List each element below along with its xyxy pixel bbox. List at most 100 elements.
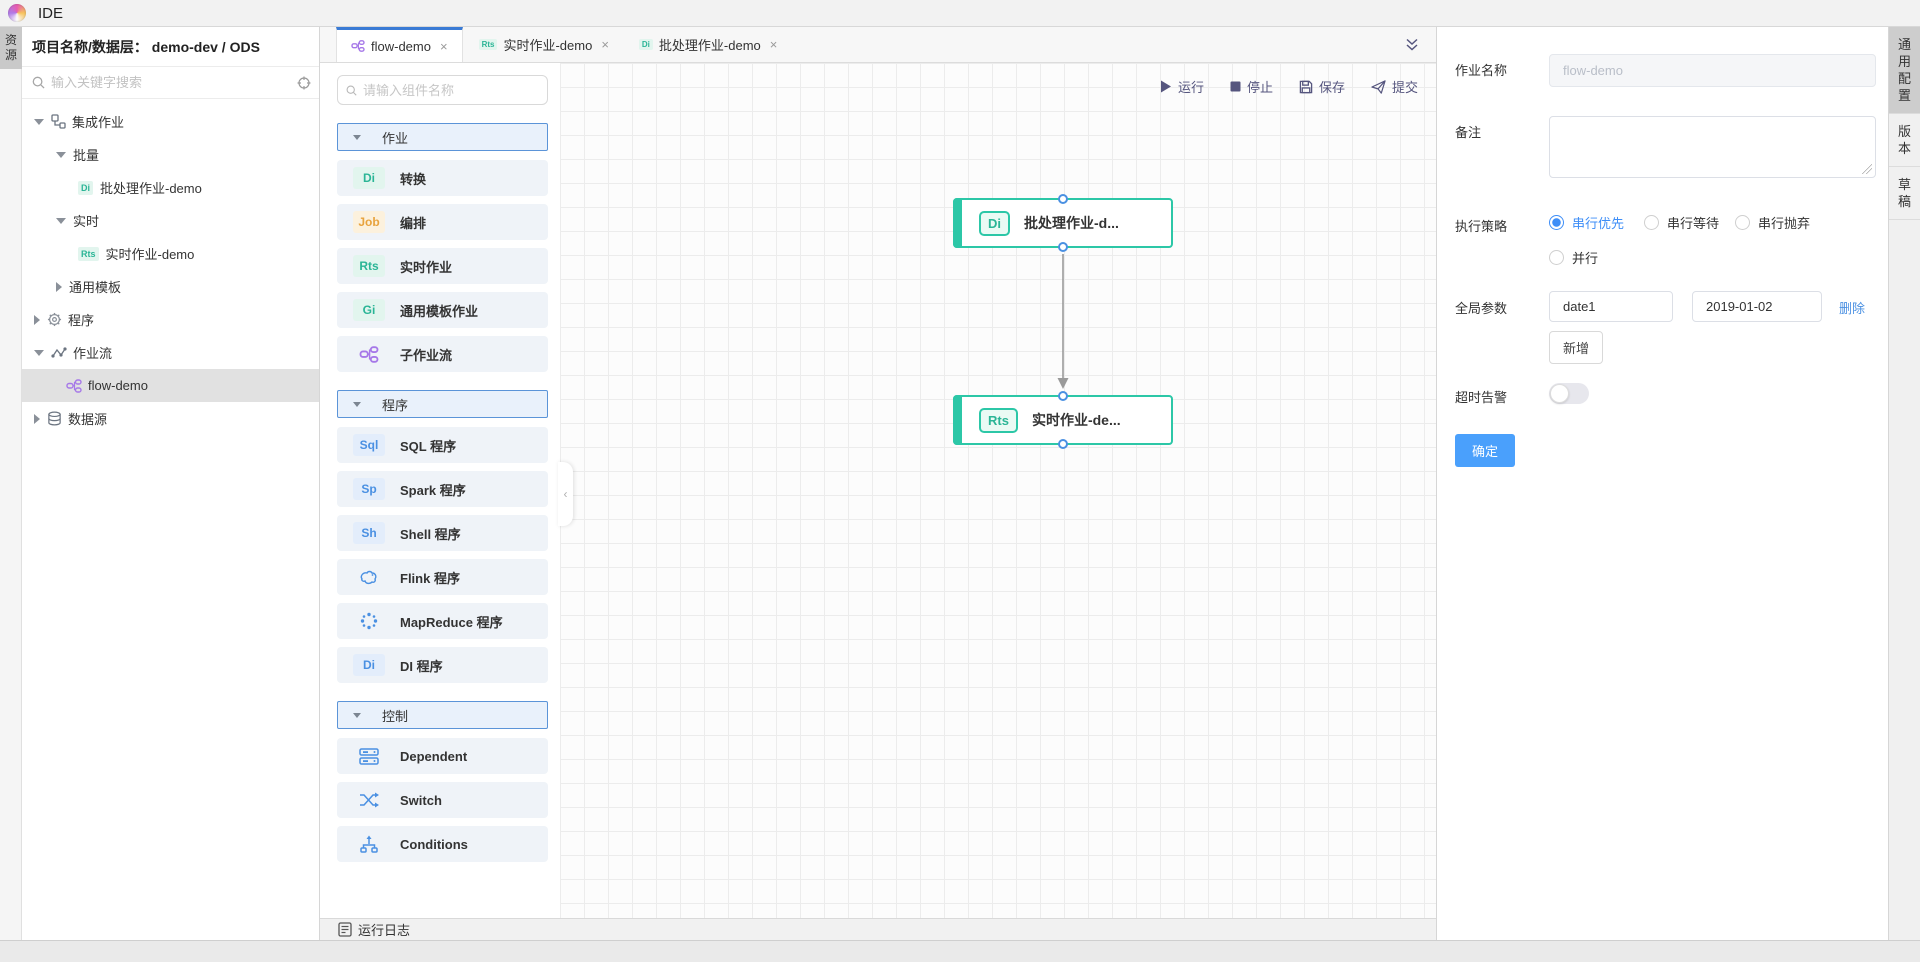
paper-plane-icon xyxy=(1371,79,1386,94)
caret-down-icon[interactable] xyxy=(34,349,44,356)
tree-label: 数据源 xyxy=(68,412,108,427)
resources-tab[interactable]: 资源 xyxy=(0,27,22,69)
section-header-jobs[interactable]: 作业 xyxy=(337,123,548,151)
radio-serial-priority[interactable]: 串行优先 xyxy=(1549,213,1624,232)
component-item-flink[interactable]: Flink 程序 xyxy=(337,559,548,595)
log-icon xyxy=(338,922,352,937)
tab-realtime-job-demo[interactable]: Rts 实时作业-demo × xyxy=(465,27,623,62)
input-port[interactable] xyxy=(1058,194,1068,204)
component-search-input[interactable] xyxy=(363,82,539,98)
canvas-toolbar: 运行 停止 保存 提交 xyxy=(1160,77,1418,96)
caret-right-icon[interactable] xyxy=(34,413,40,424)
stop-button[interactable]: 停止 xyxy=(1230,77,1273,96)
right-tab-strip: 通用配置 版本 草稿 xyxy=(1888,27,1920,940)
remark-textarea[interactable] xyxy=(1549,116,1876,178)
param-value-input[interactable] xyxy=(1692,291,1822,322)
tree-label: 批量 xyxy=(73,148,100,163)
tab-label: flow-demo xyxy=(371,38,431,54)
output-port[interactable] xyxy=(1058,439,1068,449)
output-port[interactable] xyxy=(1058,242,1068,252)
confirm-button[interactable]: 确定 xyxy=(1455,434,1516,467)
close-icon[interactable]: × xyxy=(601,37,609,52)
caret-right-icon[interactable] xyxy=(34,314,40,325)
editor-content: 运行 停止 保存 提交 xyxy=(320,63,1436,918)
tab-draft[interactable]: 草稿 xyxy=(1889,167,1920,220)
radio-serial-discard[interactable]: 串行抛弃 xyxy=(1735,213,1810,232)
collapse-tabs-icon[interactable] xyxy=(1404,37,1420,53)
node-realtime-job[interactable]: Rts 实时作业-de... xyxy=(953,391,1173,449)
dependent-icon xyxy=(353,747,385,765)
job-name-input[interactable] xyxy=(1549,54,1876,87)
radio-parallel[interactable]: 并行 xyxy=(1549,248,1598,267)
section-header-control[interactable]: 控制 xyxy=(337,701,548,729)
caret-down-icon[interactable] xyxy=(56,151,66,158)
caret-down-icon xyxy=(353,712,361,718)
tree-item-workflows[interactable]: 作业流 xyxy=(22,336,319,369)
tab-label: 批处理作业-demo xyxy=(658,38,761,53)
sidebar-search-input[interactable] xyxy=(51,75,297,90)
tab-general-config[interactable]: 通用配置 xyxy=(1889,27,1920,114)
tree-item-batch-job-demo[interactable]: Di 批处理作业-demo xyxy=(22,171,319,204)
rts-badge: Rts xyxy=(78,246,99,261)
run-icon xyxy=(1160,80,1171,93)
param-name-input[interactable] xyxy=(1549,291,1673,322)
workflow-canvas[interactable]: Di 批处理作业-d... Rts 实时作业-de... ‹ xyxy=(558,63,1436,918)
tree-item-integration-jobs[interactable]: 集成作业 xyxy=(22,105,319,138)
tree-item-batch[interactable]: 批量 xyxy=(22,138,319,171)
submit-button[interactable]: 提交 xyxy=(1371,77,1418,96)
node-batch-job[interactable]: Di 批处理作业-d... xyxy=(953,194,1173,252)
input-port[interactable] xyxy=(1058,391,1068,401)
tree-item-flow-demo[interactable]: flow-demo xyxy=(22,369,319,402)
remark-label: 备注 xyxy=(1455,125,1482,140)
add-param-button[interactable]: 新增 xyxy=(1549,331,1604,364)
project-header: 项目名称/数据层： demo-dev / ODS xyxy=(22,27,319,67)
component-item-subflow[interactable]: 子作业流 xyxy=(337,336,548,372)
tree-item-common-template[interactable]: 通用模板 xyxy=(22,270,319,303)
rts-badge: Rts xyxy=(353,255,385,277)
save-icon xyxy=(1299,80,1313,93)
run-button[interactable]: 运行 xyxy=(1160,77,1204,96)
save-button[interactable]: 保存 xyxy=(1299,77,1345,96)
run-log-bar[interactable]: 运行日志 xyxy=(320,918,1436,940)
radio-serial-wait[interactable]: 串行等待 xyxy=(1644,213,1719,232)
tab-label: 实时作业-demo xyxy=(503,38,593,53)
collapse-palette-handle[interactable]: ‹ xyxy=(558,462,573,526)
component-item-switch[interactable]: Switch xyxy=(337,782,548,818)
subflow-icon xyxy=(351,40,365,52)
section-header-programs[interactable]: 程序 xyxy=(337,390,548,418)
tab-version[interactable]: 版本 xyxy=(1889,114,1920,167)
locate-icon[interactable] xyxy=(297,76,311,90)
tree-item-datasources[interactable]: 数据源 xyxy=(22,402,319,435)
delete-param-link[interactable]: 删除 xyxy=(1839,301,1866,316)
editor-region: flow-demo × Rts 实时作业-demo × Di 批处理作业-dem… xyxy=(320,27,1437,940)
tab-flow-demo[interactable]: flow-demo × xyxy=(336,27,463,62)
tree-item-realtime-job-demo[interactable]: Rts 实时作业-demo xyxy=(22,237,319,270)
radio-icon xyxy=(1549,250,1564,265)
timeout-alert-toggle[interactable] xyxy=(1549,383,1589,404)
caret-down-icon[interactable] xyxy=(34,118,44,125)
resize-grip-icon[interactable] xyxy=(1862,164,1872,174)
tree-item-programs[interactable]: 程序 xyxy=(22,303,319,336)
strategy-label: 执行策略 xyxy=(1455,219,1508,234)
component-item-conditions[interactable]: Conditions xyxy=(337,826,548,862)
mapreduce-icon xyxy=(353,612,385,630)
component-item-mapreduce[interactable]: MapReduce 程序 xyxy=(337,603,548,639)
component-item-dependent[interactable]: Dependent xyxy=(337,738,548,774)
component-search xyxy=(337,75,548,105)
caret-down-icon[interactable] xyxy=(56,217,66,224)
close-icon[interactable]: × xyxy=(769,37,778,52)
caret-right-icon[interactable] xyxy=(56,281,62,292)
close-icon[interactable]: × xyxy=(439,38,448,54)
tab-batch-job-demo[interactable]: Di 批处理作业-demo × xyxy=(625,27,791,62)
stop-icon xyxy=(1230,81,1241,92)
tree-item-realtime[interactable]: 实时 xyxy=(22,204,319,237)
job-name-label: 作业名称 xyxy=(1455,63,1508,78)
